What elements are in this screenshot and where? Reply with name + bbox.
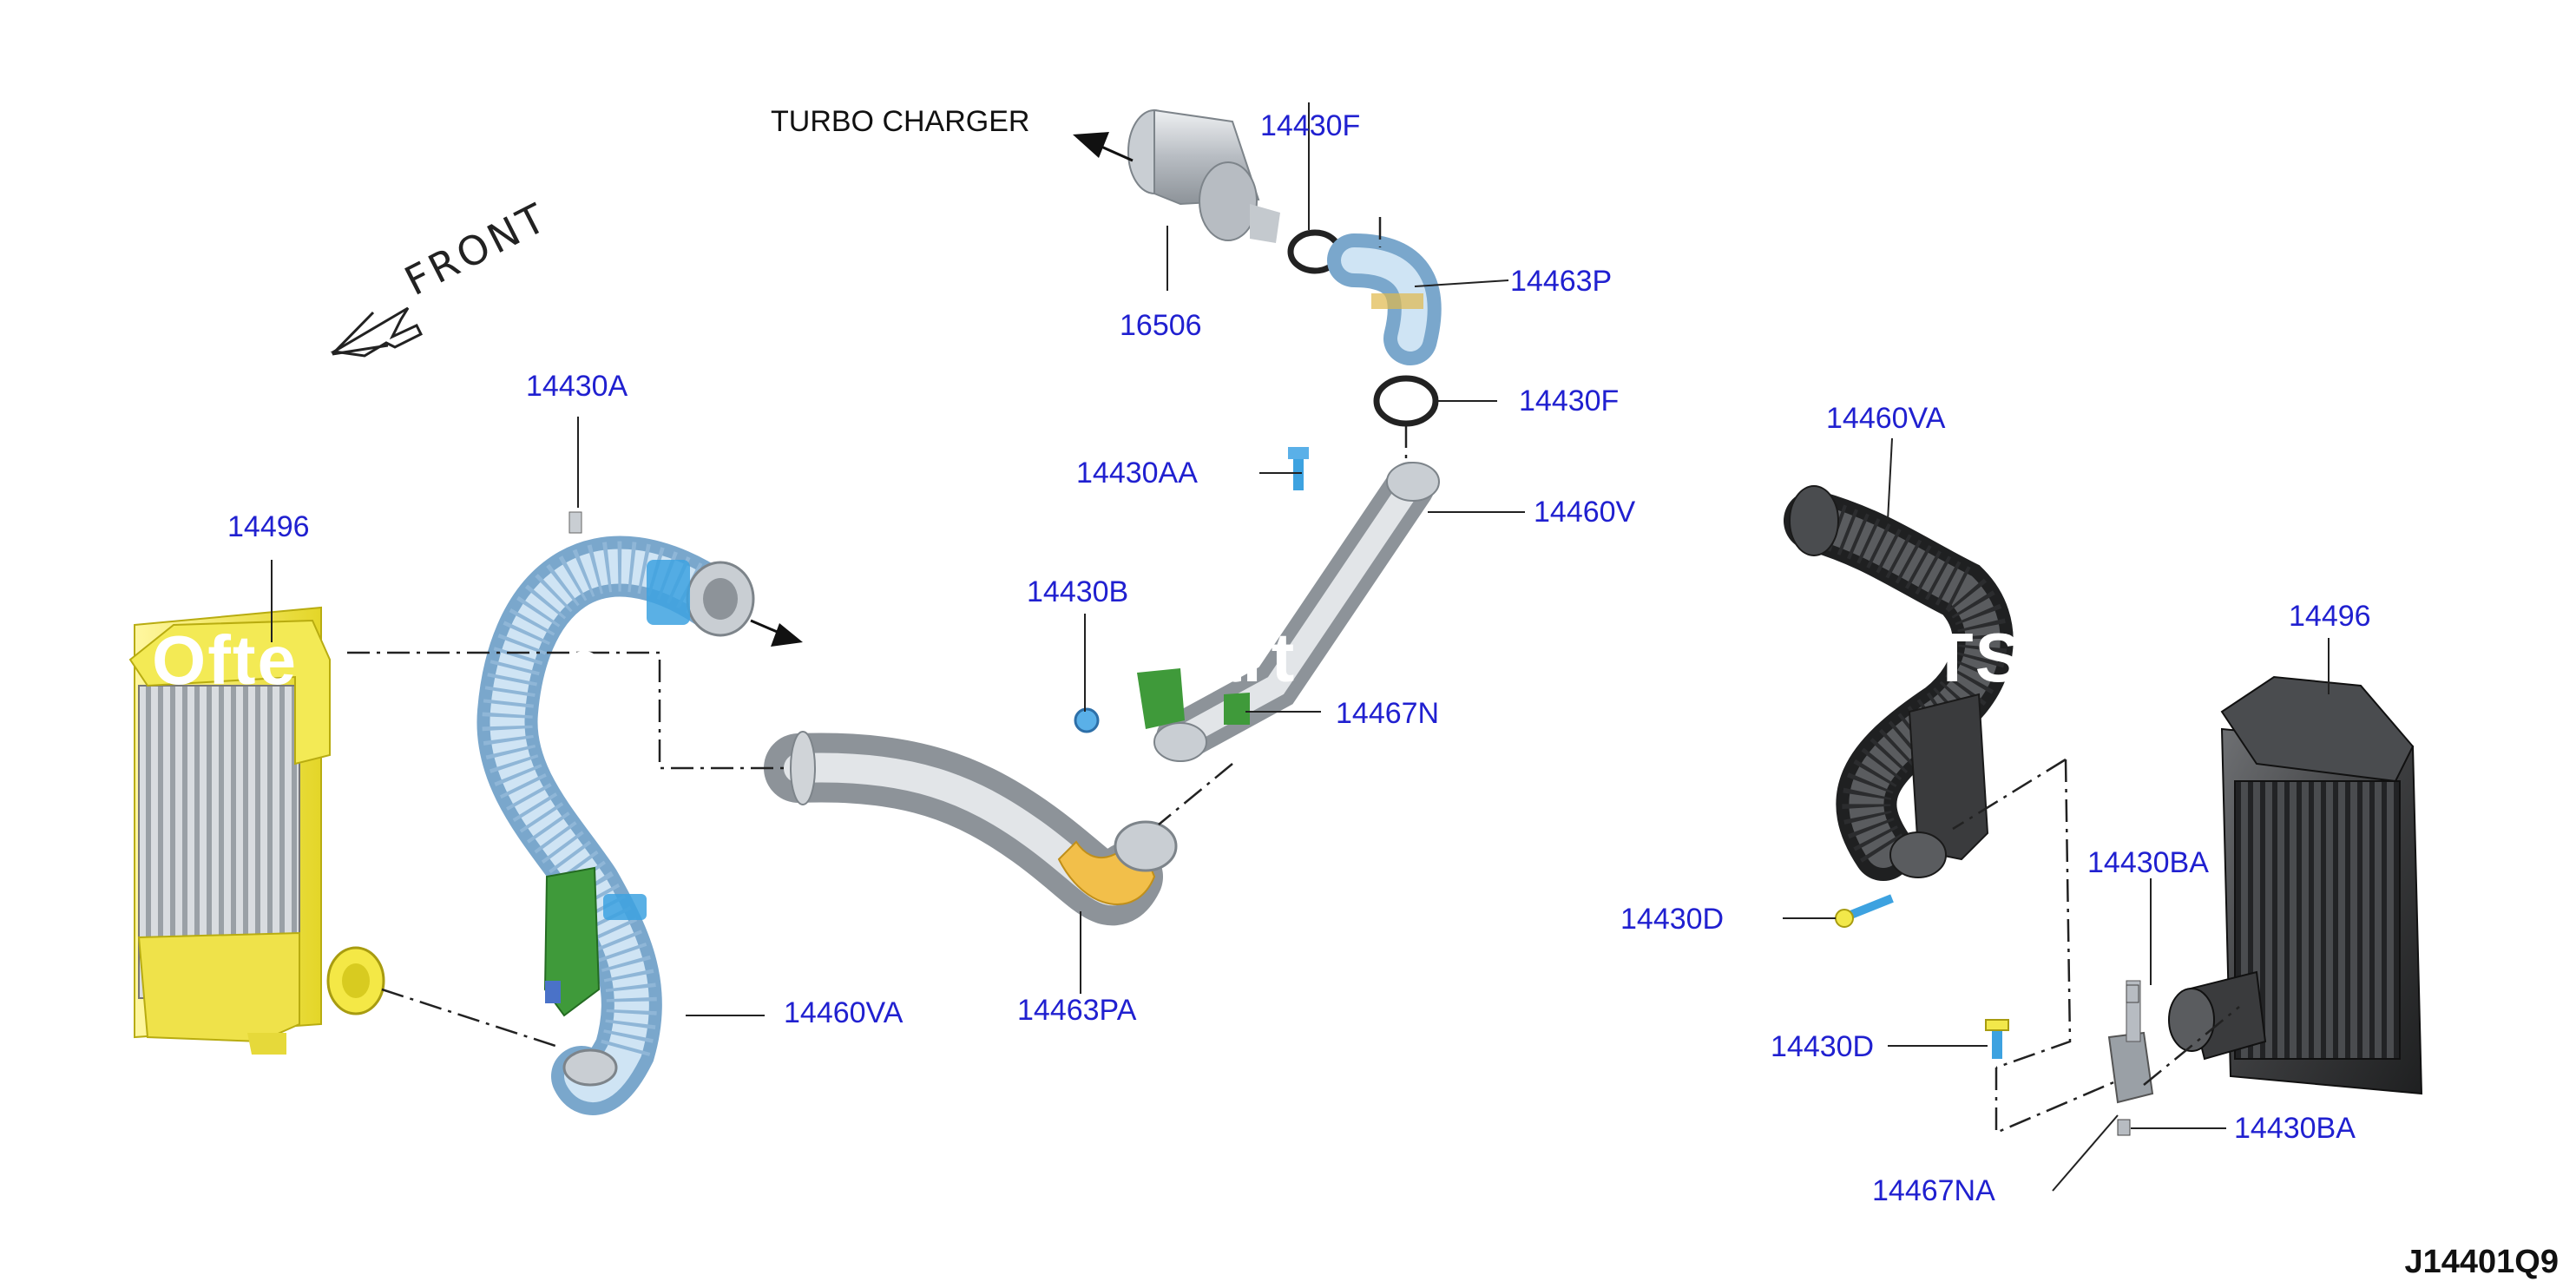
clamp-14430F-mid	[1373, 375, 1439, 427]
pipe-14460V	[1137, 462, 1440, 762]
watermark-right: RTS	[1879, 619, 2023, 696]
part-14467NA[interactable]: 14467NA	[1872, 1174, 1995, 1207]
watermark-left-c: al/cu	[816, 630, 936, 685]
turbo-charger-label: TURBO CHARGER	[771, 105, 1030, 138]
part-14463PA[interactable]: 14463PA	[1017, 994, 1137, 1027]
part-14467N[interactable]: 14467N	[1336, 697, 1440, 730]
turbo-arrow	[1073, 132, 1134, 162]
pipe-14463PA	[764, 731, 1178, 925]
intercooler-right	[2168, 675, 2423, 1095]
watermark-left-a: Ofte	[152, 621, 298, 699]
part-14430B[interactable]: 14430B	[1027, 575, 1129, 608]
part-14430D-bottom[interactable]: 14430D	[1771, 1030, 1875, 1063]
nut-14430B	[1074, 707, 1100, 733]
hose-14460va-right	[1784, 485, 2014, 881]
assembly-lines	[347, 217, 2240, 1134]
bolt-14430D-top	[1835, 894, 1894, 928]
part-14430D-top[interactable]: 14430D	[1620, 903, 1725, 936]
part-14496-right[interactable]: 14496	[2289, 600, 2371, 633]
diagram-code: J14401Q9	[2404, 1244, 2560, 1280]
part-14430F-top[interactable]: 14430F	[1260, 109, 1361, 142]
bolt-14430D-bottom	[1985, 1019, 2009, 1059]
part-14430AA[interactable]: 14430AA	[1076, 457, 1198, 490]
bolt-14430AA	[1288, 447, 1309, 490]
intercooler-left	[128, 606, 385, 1055]
clip-14430BA	[2117, 984, 2139, 1136]
part-14463P[interactable]: 14463P	[1510, 265, 1613, 298]
part-14430A[interactable]: 14430A	[526, 370, 628, 403]
part-14430BA-bottom[interactable]: 14430BA	[2234, 1112, 2356, 1145]
front-arrow-icon	[330, 306, 424, 358]
part-14496-left[interactable]: 14496	[227, 510, 310, 543]
hose-outlet-arrow	[750, 619, 803, 647]
resonator-16506	[1127, 108, 1280, 243]
part-14460VA-left[interactable]: 14460VA	[784, 996, 904, 1029]
part-16506[interactable]: 16506	[1120, 309, 1202, 342]
part-14460VA-right[interactable]: 14460VA	[1826, 402, 1946, 435]
hose-14463P	[1327, 233, 1442, 365]
hose-14460va-left	[476, 511, 755, 1115]
leader-lines	[271, 102, 2330, 1192]
part-14430F-mid[interactable]: 14430F	[1519, 384, 1620, 417]
part-14460V[interactable]: 14460V	[1534, 496, 1636, 529]
part-14430BA-top[interactable]: 14430BA	[2087, 846, 2209, 879]
watermark-middle: art	[1202, 619, 1297, 696]
watermark-left-b: e	[564, 626, 605, 703]
